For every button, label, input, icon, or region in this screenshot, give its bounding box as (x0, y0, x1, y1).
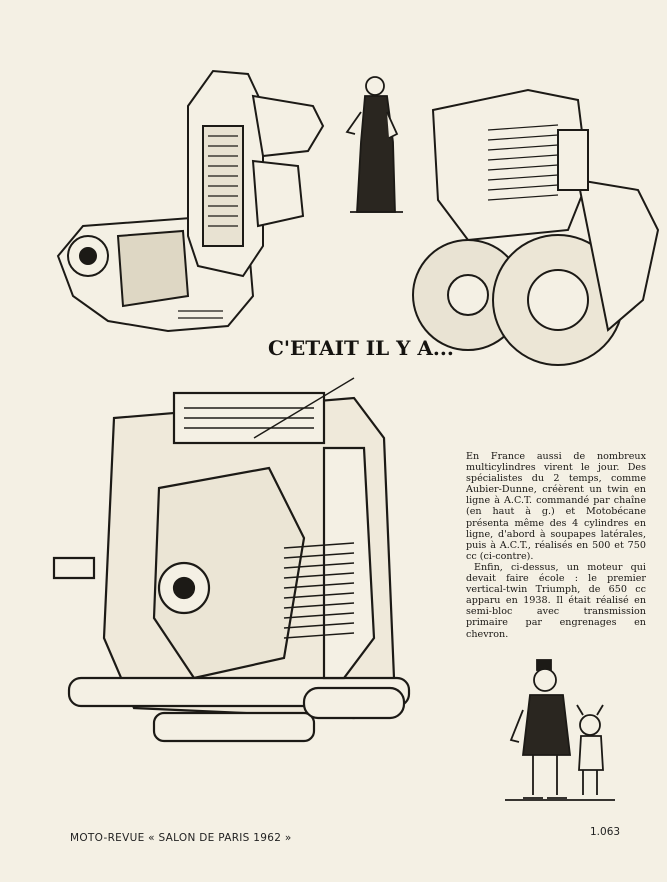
headline: C'ETAIT IL Y A... (268, 336, 454, 360)
cartoon-figure-top (345, 76, 403, 213)
aubier-dunne-engine-drawing (56, 69, 325, 333)
caption-paragraph-1: En France aussi de nombreux multicylindr… (466, 451, 646, 562)
caption-paragraph-2: Enfin, ci-dessus, un moteur qui devait f… (466, 561, 646, 640)
article-caption: En France aussi de nombreux multicylindr… (466, 451, 646, 640)
page-number: 1.063 (590, 826, 621, 838)
triumph-engine-drawing (52, 377, 411, 743)
cartoon-figures-bottom (505, 659, 615, 801)
motobecane-engine-drawing (412, 88, 660, 366)
publication-footer: MOTO-REVUE « SALON DE PARIS 1962 » (70, 832, 292, 844)
